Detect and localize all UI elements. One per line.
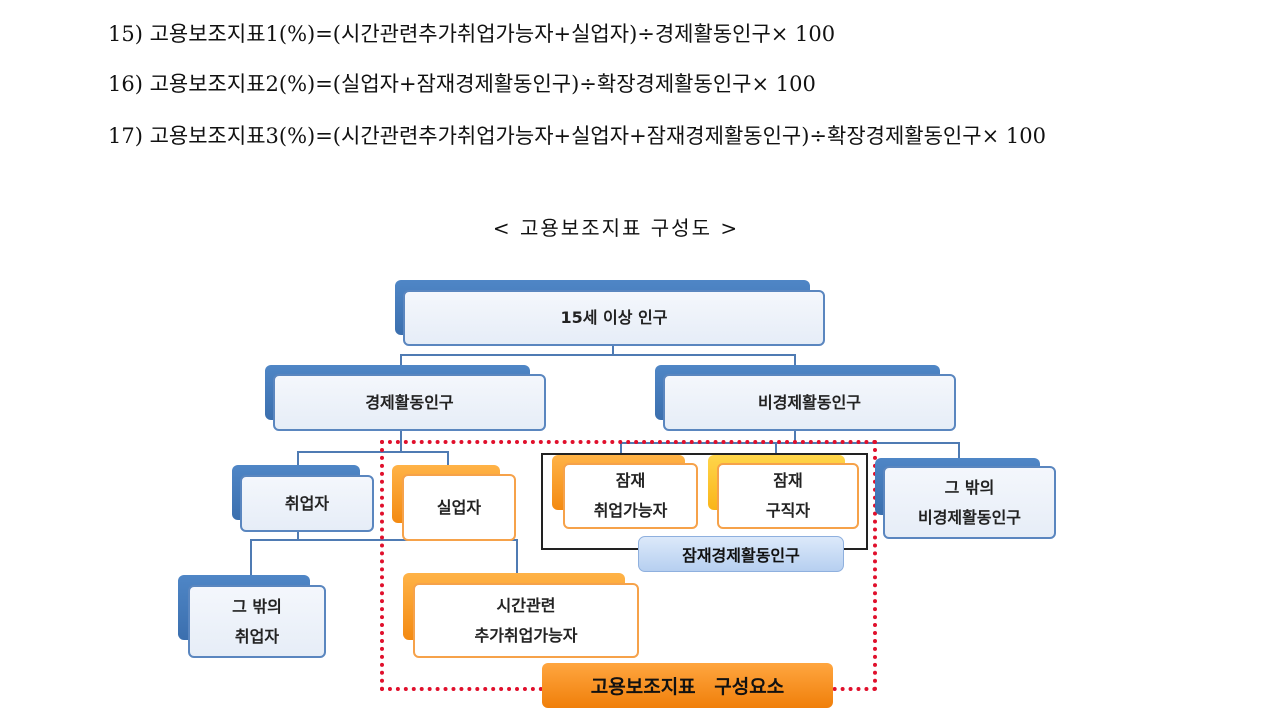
connector [297, 530, 299, 540]
box-label: 구직자 [765, 501, 811, 520]
connector [297, 451, 449, 453]
economically-active-box: 경제활동인구 [273, 374, 546, 431]
box-label: 추가취업가능자 [474, 625, 578, 645]
box-label: 실업자 [436, 497, 482, 517]
box-label: 그 밖의 [232, 596, 282, 616]
box-label: 시간관련 [496, 595, 556, 615]
formula-15: 15) 고용보조지표1(%)=(시간관련추가취업가능자+실업자)÷경제활동인구×… [108, 22, 836, 46]
box-label: 그 밖의 [944, 477, 995, 497]
connector [794, 430, 796, 443]
box-label: 비경제활동인구 [757, 392, 862, 412]
connector [400, 354, 796, 356]
connector [794, 354, 796, 366]
box-label: 취업가능자 [593, 501, 668, 520]
formula-17: 17) 고용보조지표3(%)=(시간관련추가취업가능자+실업자+잠재경제활동인구… [108, 124, 1046, 148]
diagram-title: < 고용보조지표 구성도 > [492, 216, 740, 240]
box-label: 15세 이상 인구 [560, 308, 668, 327]
economically-inactive-box: 비경제활동인구 [663, 374, 956, 431]
root-population-box: 15세 이상 인구 [403, 290, 825, 346]
indicator-components-label: 고용보조지표 구성요소 [542, 663, 833, 708]
employed-box: 취업자 [240, 475, 374, 532]
formula-16: 16) 고용보조지표2(%)=(실업자+잠재경제활동인구)÷확장경제활동인구× … [108, 72, 816, 96]
box-label: 취업자 [234, 626, 280, 646]
connector [620, 442, 622, 456]
connector [400, 354, 402, 366]
unemployed-box: 실업자 [402, 474, 516, 541]
box-label: 경제활동인구 [365, 392, 454, 412]
connector [250, 539, 518, 541]
box-label: 취업자 [284, 493, 330, 513]
connector [612, 345, 614, 355]
connector [516, 539, 518, 573]
latent-labor-force-label: 잠재경제활동인구 [638, 536, 844, 572]
connector [958, 442, 960, 458]
connector [250, 539, 252, 575]
box-label: 잠재 [773, 471, 803, 490]
connector [297, 451, 299, 466]
connector [447, 451, 449, 466]
box-label: 비경제활동인구 [917, 507, 1022, 527]
connector [775, 442, 777, 456]
box-label: 잠재 [615, 471, 646, 490]
